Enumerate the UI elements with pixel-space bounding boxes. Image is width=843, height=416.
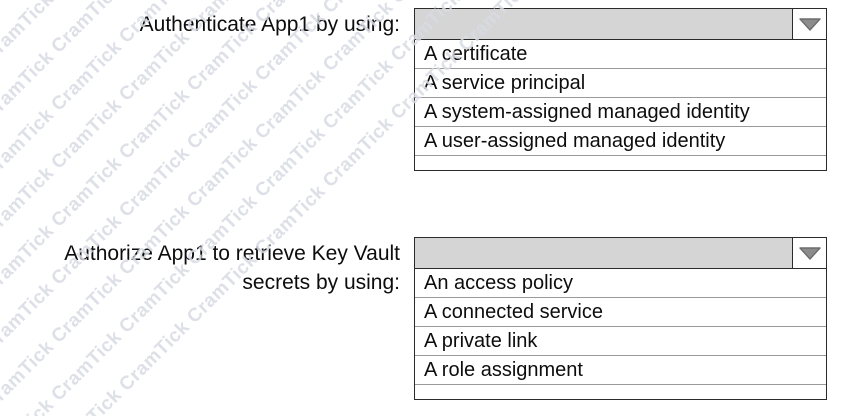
dropdown-option[interactable]: A service principal <box>415 69 826 98</box>
dropdown-header-authorize[interactable] <box>415 238 826 269</box>
dropdown-option[interactable]: An access policy <box>415 269 826 298</box>
dropdown-option[interactable]: A connected service <box>415 298 826 327</box>
dropdown-selected-value-authenticate[interactable] <box>415 9 793 39</box>
dropdown-authenticate[interactable]: A certificate A service principal A syst… <box>414 8 827 171</box>
dropdown-option[interactable]: A private link <box>415 327 826 356</box>
dropdown-option[interactable]: A certificate <box>415 40 826 69</box>
question-label-2: Authorize App1 to retrieve Key Vault sec… <box>64 242 400 294</box>
question-block-2: Authorize App1 to retrieve Key Vault sec… <box>8 237 836 400</box>
dropdown-header-authenticate[interactable] <box>415 9 826 40</box>
question-label-1: Authenticate App1 by using: <box>139 13 400 36</box>
watermark-text: CramTick CramTick CramTick CramTick Cram… <box>0 0 843 2</box>
dropdown-selected-value-authorize[interactable] <box>415 238 793 268</box>
dropdown-toggle-authenticate[interactable] <box>793 9 826 39</box>
chevron-down-icon <box>798 246 821 260</box>
question-block-1: Authenticate App1 by using: A certificat… <box>8 8 836 171</box>
dropdown-toggle-authorize[interactable] <box>793 238 826 268</box>
dropdown-options-authenticate: A certificate A service principal A syst… <box>415 40 826 170</box>
dropdown-authorize[interactable]: An access policy A connected service A p… <box>414 237 827 400</box>
dropdown-option[interactable]: A user-assigned managed identity <box>415 127 826 156</box>
dropdown-option[interactable]: A role assignment <box>415 356 826 385</box>
dropdown-options-authorize: An access policy A connected service A p… <box>415 269 826 399</box>
dropdown-option[interactable]: A system-assigned managed identity <box>415 98 826 127</box>
chevron-down-icon <box>798 17 821 31</box>
